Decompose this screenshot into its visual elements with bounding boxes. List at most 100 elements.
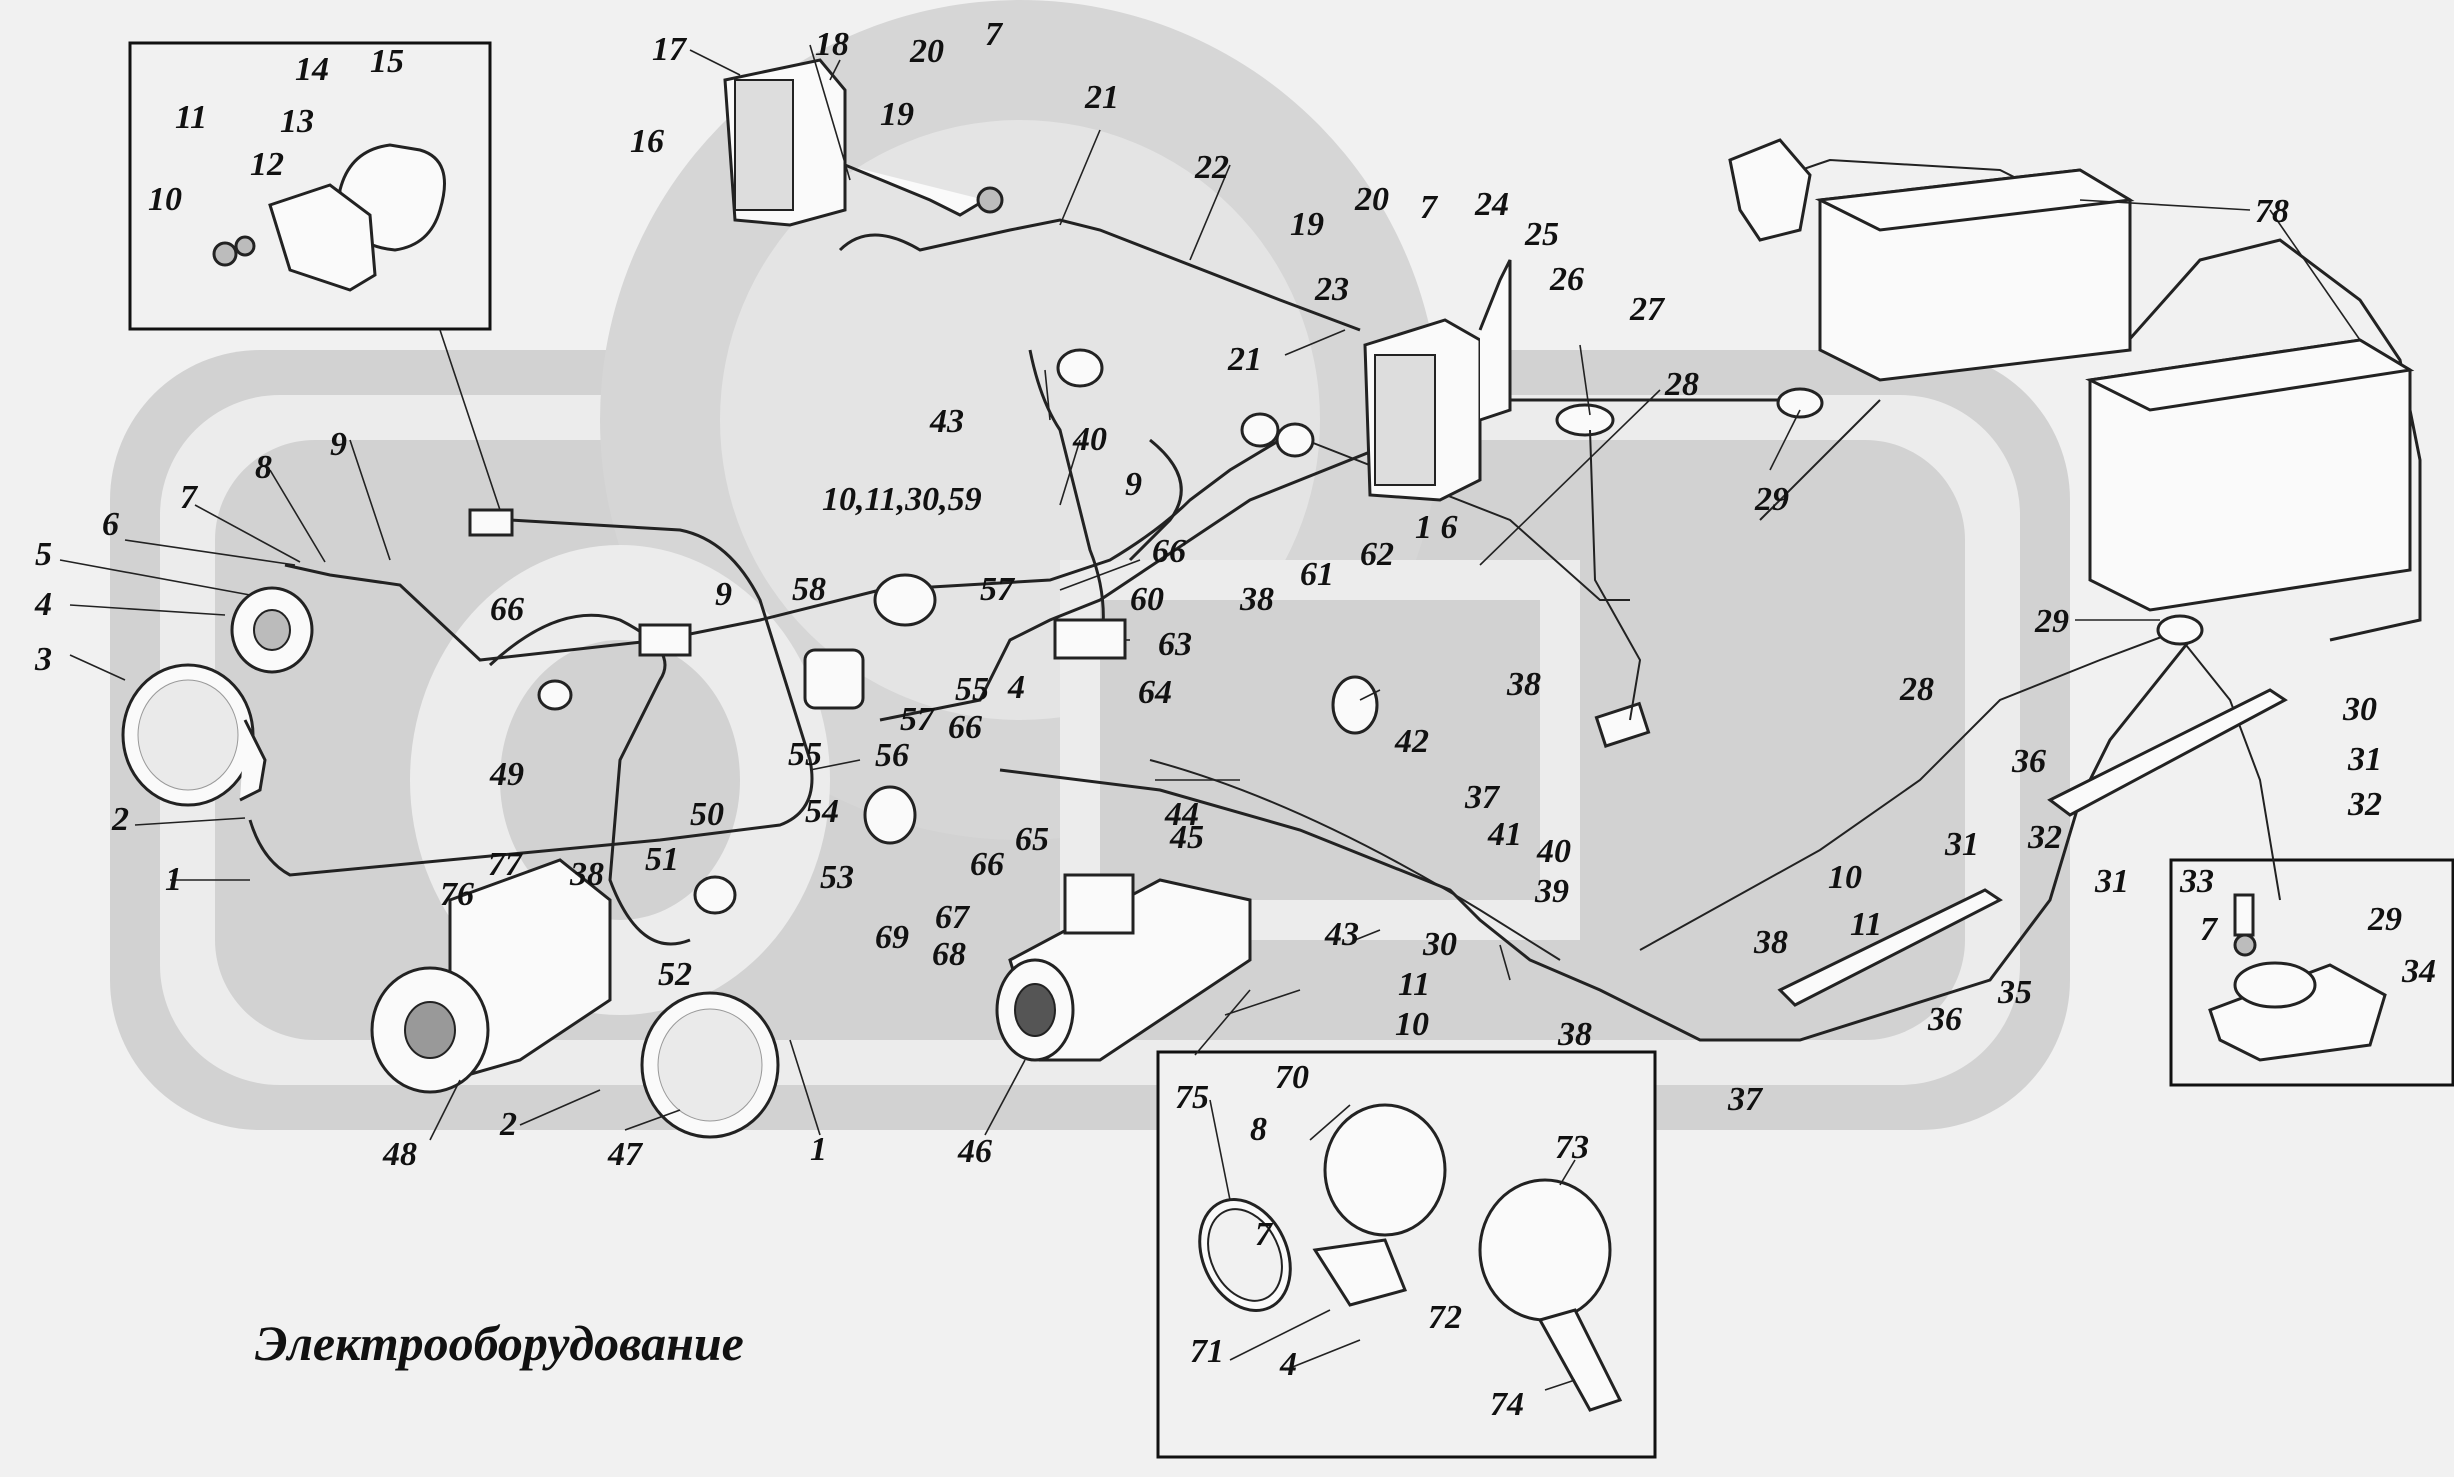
label-37: 37 [1727,1081,1764,1118]
label-15: 15 [370,43,404,80]
fuel-float [1594,701,1651,748]
label-30: 30 [1422,926,1457,963]
label-7: 7 [180,479,199,516]
label-16: 1 6 [1415,509,1458,546]
callout-labels: 1 1 2 2 3 4 4 4 5 6 7 7 7 7 7 8 8 9 9 9 … [34,16,2436,1423]
label-7: 7 [985,16,1004,53]
label-12: 12 [250,146,284,183]
label-30: 30 [2342,691,2377,728]
label-37: 37 [1464,779,1501,816]
sensor-body [2233,961,2317,1009]
label-20: 20 [1354,181,1389,218]
label-66: 66 [1152,533,1186,570]
label-74: 74 [1490,1386,1524,1423]
label-7: 7 [2200,911,2219,948]
washer-icon [234,235,256,257]
sensor-29-top [1776,387,1824,419]
label-40: 40 [1072,421,1107,458]
label-31: 31 [2094,863,2129,900]
label-11: 11 [1850,906,1882,943]
label-29: 29 [2034,603,2069,640]
label-19: 19 [1290,206,1324,243]
label-44: 44 [1164,796,1199,833]
label-9: 9 [1125,466,1142,503]
label-10-11-30-59: 10,11,30,59 [822,481,982,518]
nut-icon [212,241,238,267]
label-43: 43 [929,403,964,440]
label-26: 26 [1549,261,1584,298]
label-55: 55 [955,671,989,708]
temperature-sensor-54 [863,785,917,845]
label-1: 1 [165,861,182,898]
label-17: 17 [652,31,688,68]
label-61: 61 [1300,556,1334,593]
label-31: 31 [2347,741,2382,778]
label-38: 38 [1753,924,1788,961]
label-32: 32 [2027,819,2062,856]
label-11: 11 [175,99,207,136]
label-11: 11 [1398,966,1430,1003]
label-66: 66 [490,591,524,628]
label-22: 22 [1194,149,1229,186]
oil-pressure-sensor [803,648,865,710]
label-31: 31 [1944,826,1979,863]
label-50: 50 [690,796,724,833]
marker-lamp-bracket [268,183,377,292]
label-68: 68 [932,936,966,973]
label-52: 52 [658,956,692,993]
label-14: 14 [295,51,329,88]
label-5: 5 [35,536,52,573]
label-34: 34 [2401,953,2436,990]
label-41: 41 [1487,816,1522,853]
label-39: 39 [1534,873,1569,910]
lamp-bracket-arm [844,163,986,217]
label-8: 8 [1250,1111,1267,1148]
work-lamp-70 [1323,1103,1447,1237]
label-54: 54 [805,793,839,830]
label-57: 57 [980,571,1016,608]
label-13: 13 [280,103,314,140]
label-2: 2 [499,1106,517,1143]
sensor-52 [693,875,737,915]
label-29: 29 [1754,481,1789,518]
label-65: 65 [1015,821,1049,858]
label-19: 19 [880,96,914,133]
relay-block-63 [1053,618,1127,660]
label-66: 66 [948,709,982,746]
label-51: 51 [645,841,679,878]
cover-strip-lower [1777,888,2003,1007]
label-21: 21 [1084,79,1119,116]
label-4: 4 [1279,1346,1297,1383]
components [121,58,2415,1412]
label-38: 38 [1239,581,1274,618]
label-24: 24 [1474,186,1509,223]
label-56: 56 [875,737,909,774]
label-53: 53 [820,859,854,896]
label-60: 60 [1130,581,1164,618]
label-70: 70 [1275,1059,1309,1096]
sensor-29-right [2156,614,2204,646]
label-48: 48 [382,1136,417,1173]
label-73: 73 [1555,1129,1589,1166]
label-9: 9 [330,426,347,463]
label-57: 57 [900,701,936,738]
label-78: 78 [2255,193,2289,230]
label-32: 32 [2347,786,2382,823]
starter-relay [1063,873,1135,935]
diagram-caption: Электрооборудование [255,1315,744,1371]
label-27: 27 [1629,291,1666,328]
lamp-bracket-right [1478,259,1512,422]
cover-strip-upper [2047,688,2288,817]
label-75: 75 [1175,1079,1209,1116]
label-77: 77 [488,846,524,883]
label-8: 8 [255,449,272,486]
label-20: 20 [909,33,944,70]
work-lamp-73 [1478,1178,1612,1322]
label-72: 72 [1428,1299,1462,1336]
label-7: 7 [1255,1216,1274,1253]
label-38: 38 [569,856,604,893]
label-10: 10 [1828,859,1862,896]
label-63: 63 [1158,626,1192,663]
